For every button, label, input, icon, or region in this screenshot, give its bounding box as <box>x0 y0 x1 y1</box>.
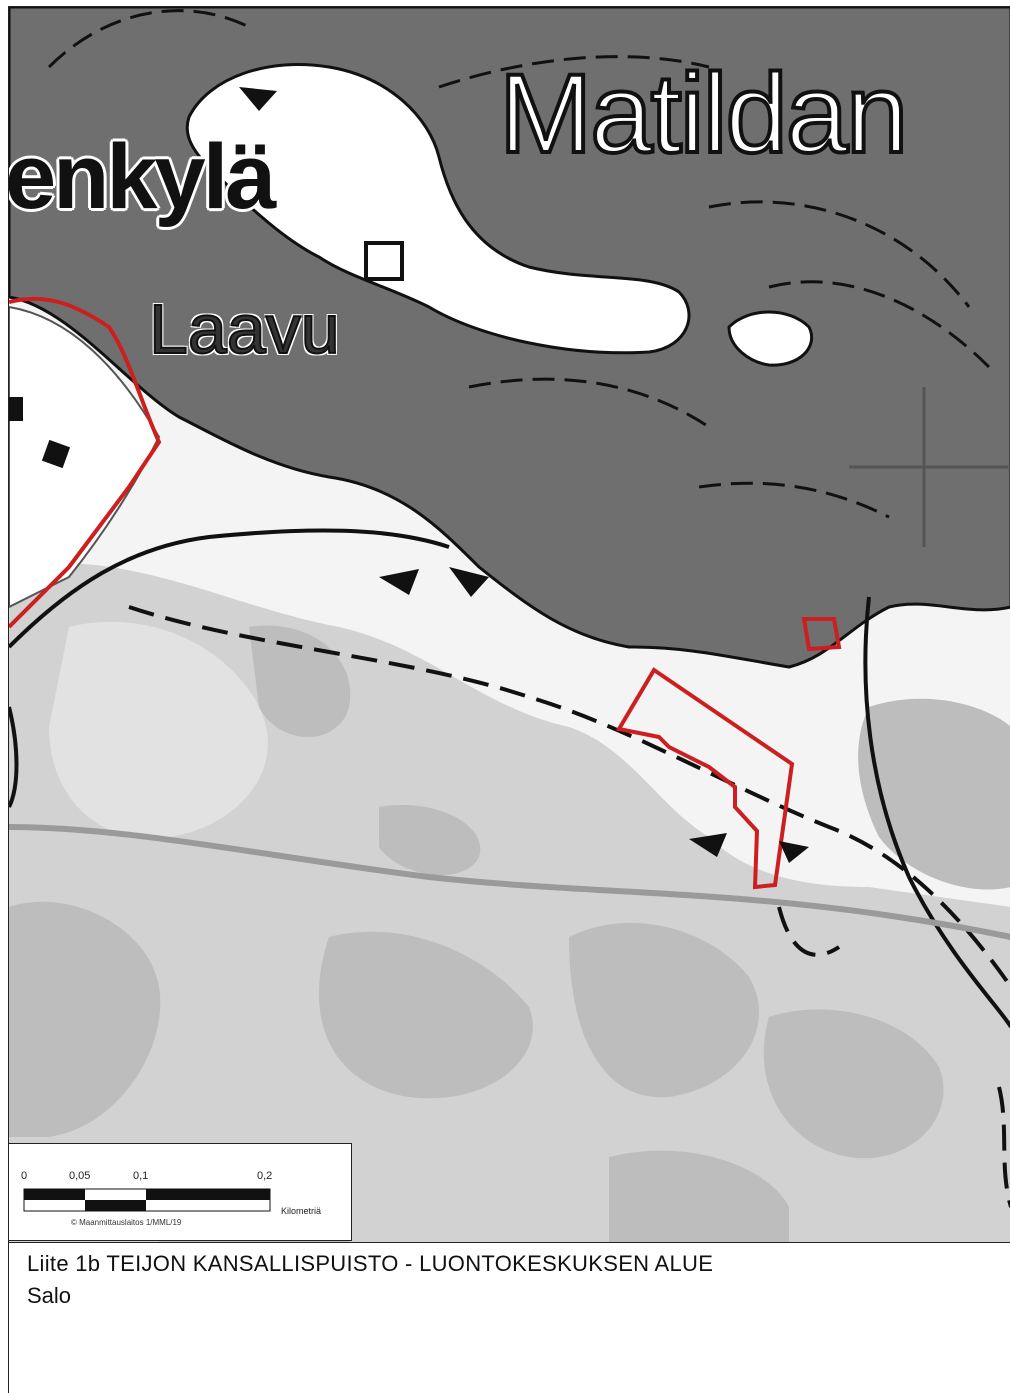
steep-slope-symbols <box>239 87 809 863</box>
islet <box>727 310 813 367</box>
scale-bar-graphic <box>23 1188 271 1212</box>
topographic-map <box>9 7 1010 1243</box>
map-caption: Liite 1b TEIJON KANSALLISPUISTO - LUONTO… <box>8 1242 1010 1393</box>
scale-bar: 0 0,05 0,1 0,2 Kilometriä © Maanmittausl… <box>8 1143 352 1241</box>
place-label-laavu: Laavu <box>148 289 341 369</box>
scale-tick-0: 0 <box>21 1170 28 1182</box>
map-copyright: © Maanmittauslaitos 1/MML/19 <box>71 1218 182 1227</box>
laavu-symbol <box>364 241 404 281</box>
scale-tick-005: 0,05 <box>69 1170 91 1182</box>
place-label-enkyla: enkylä <box>8 126 276 228</box>
scale-tick-02: 0,2 <box>257 1170 273 1182</box>
park-boundary <box>9 296 842 890</box>
map-view[interactable]: enkylä Matildan Laavu <box>8 6 1010 1243</box>
scale-tick-01: 0,1 <box>133 1170 149 1182</box>
field <box>9 305 161 609</box>
forest-patches <box>9 563 1010 1243</box>
scale-unit: Kilometriä <box>281 1206 322 1216</box>
grid-cross <box>849 387 1010 547</box>
buildings <box>9 397 71 469</box>
place-label-matildan: Matildan <box>497 49 910 178</box>
roads <box>9 528 1010 1029</box>
caption-subtitle: Salo <box>27 1283 72 1308</box>
island <box>185 62 691 355</box>
caption-title: Liite 1b TEIJON KANSALLISPUISTO - LUONTO… <box>27 1251 714 1276</box>
minor-road <box>9 824 1010 940</box>
trails <box>128 605 1010 1208</box>
contour-lines <box>47 9 991 519</box>
